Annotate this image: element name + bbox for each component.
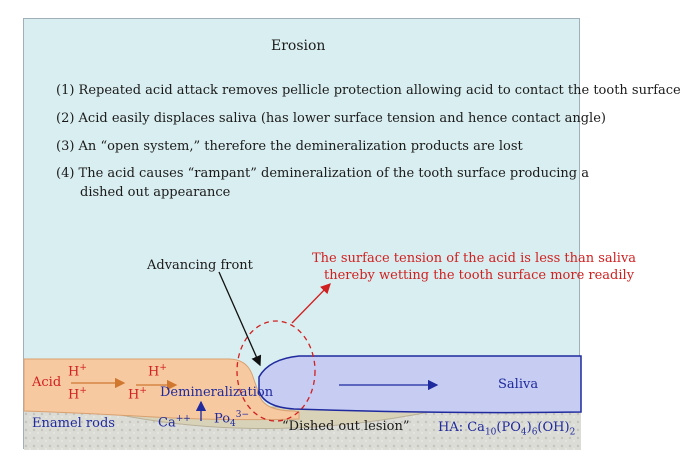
point-4-continued: dished out appearance (80, 185, 231, 200)
enamel-rods-label: Enamel rods (32, 416, 115, 431)
h-ion-4: H+ (128, 386, 147, 403)
h-ion-1: H+ (68, 363, 87, 380)
diagram-panel: Erosion (1) Repeated acid attack removes… (23, 18, 681, 450)
h-ion-2: H+ (148, 363, 167, 380)
saliva-label: Saliva (498, 377, 539, 392)
advancing-front-label: Advancing front (147, 258, 253, 273)
tension-arrow (291, 283, 331, 324)
saliva-layer (258, 355, 582, 414)
tension-note-line1: The surface tension of the acid is less … (312, 251, 637, 266)
point-3: (3) An “open system,” therefore the demi… (56, 139, 523, 154)
acid-layer (23, 358, 300, 421)
phosphate-ion: Po43− (214, 410, 250, 429)
demineralization-label: Demineralization (160, 385, 274, 400)
calcium-ion: Ca++ (158, 414, 191, 431)
advancing-front-ellipse (236, 320, 316, 422)
point-1: (1) Repeated acid attack removes pellicl… (56, 83, 681, 98)
point-4: (4) The acid causes “rampant” deminerali… (56, 166, 589, 181)
tension-note-line2: thereby wetting the tooth surface more r… (324, 268, 635, 283)
diagram-graphics (23, 271, 582, 450)
hydroxyapatite-formula: HA: Ca10(PO4)6(OH)2 (438, 420, 576, 438)
advancing-front-arrow (218, 271, 262, 367)
h-ion-3: H+ (68, 386, 87, 403)
acid-label: Acid (32, 375, 62, 390)
lesion-label: “Dished out lesion” (282, 419, 410, 434)
point-2: (2) Acid easily displaces saliva (has lo… (56, 111, 606, 126)
diagram-title: Erosion (271, 38, 326, 54)
